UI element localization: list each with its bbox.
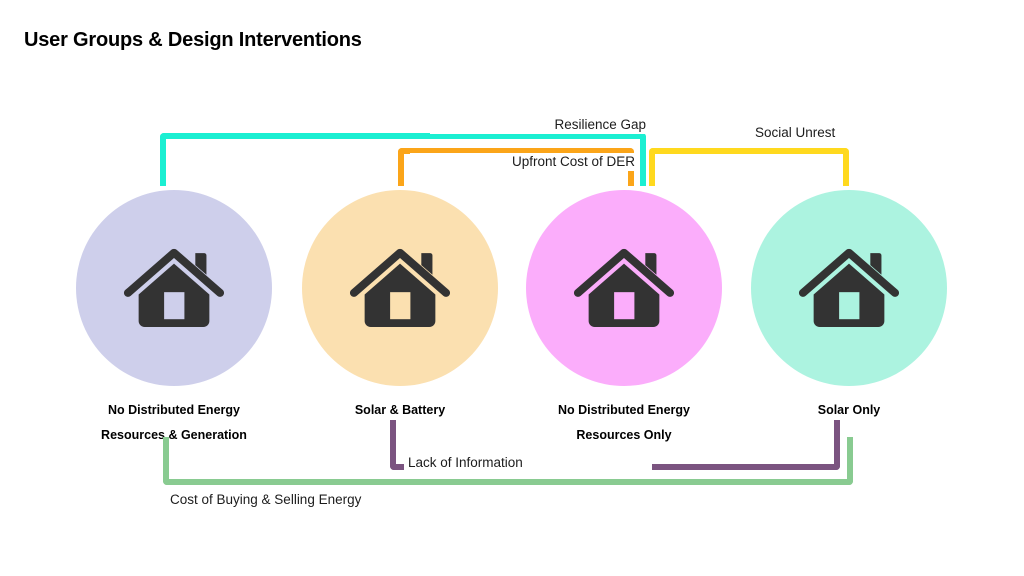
house-icon [123, 248, 225, 327]
persona-label-line2: Resources Only [576, 428, 672, 442]
label-lack-of-information: Lack of Information [404, 454, 652, 472]
persona-label-line1: No Distributed Energy [108, 403, 240, 417]
bracket-cost-of-buying-selling-energy [163, 437, 853, 485]
label-upfront-cost-of-der: Upfront Cost of DER [410, 153, 639, 171]
persona-solar-battery[interactable]: Solar & Battery [302, 190, 498, 417]
persona-circle [526, 190, 722, 386]
persona-label: Solar & Battery [262, 398, 538, 423]
house-icon [349, 248, 451, 327]
label-social-unrest: Social Unrest [751, 124, 949, 142]
bracket-resilience-gap [160, 133, 646, 186]
persona-no-der-generation[interactable]: No Distributed Energy Resources & Genera… [76, 190, 272, 442]
persona-label-line1: Solar Only [817, 403, 881, 417]
persona-label: Solar Only [711, 398, 987, 423]
label-resilience-gap: Resilience Gap [430, 116, 650, 134]
house-icon [798, 248, 900, 327]
persona-label-line1: No Distributed Energy [558, 403, 690, 417]
page-title: User Groups & Design Interventions [24, 29, 362, 51]
persona-solar-only[interactable]: Solar Only [751, 190, 947, 417]
persona-circle [76, 190, 272, 386]
persona-label: No Distributed Energy Resources & Genera… [36, 398, 312, 448]
persona-circle [751, 190, 947, 386]
persona-circle [302, 190, 498, 386]
label-cost-of-buying-selling-energy: Cost of Buying & Selling Energy [166, 491, 504, 509]
persona-label-line1: Solar & Battery [354, 403, 446, 417]
bracket-social-unrest [649, 148, 849, 186]
persona-label-line2: Resources & Generation [101, 428, 247, 442]
persona-label: No Distributed Energy Resources Only [486, 398, 762, 448]
house-icon [573, 248, 675, 327]
persona-no-der-only[interactable]: No Distributed Energy Resources Only [526, 190, 722, 442]
